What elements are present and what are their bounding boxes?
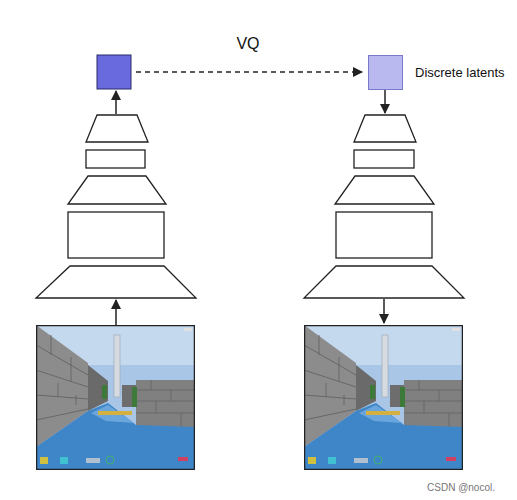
latent-label: Discrete latents: [415, 65, 505, 80]
watermark: CSDN @nocol.: [427, 482, 495, 493]
latent-square: Discrete latents: [368, 55, 403, 90]
vq-label: VQ: [236, 35, 259, 53]
